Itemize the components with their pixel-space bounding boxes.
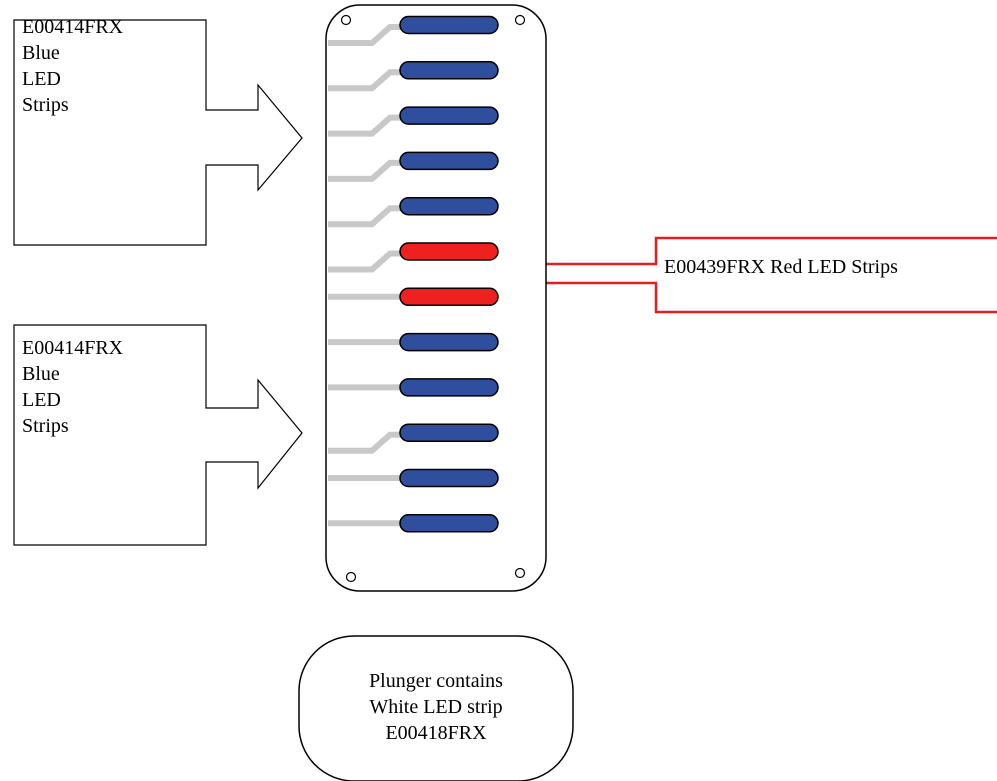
mounting-hole-bottom-left — [345, 571, 357, 583]
blue-led-strip — [399, 423, 499, 442]
blue-led-strip — [399, 196, 499, 216]
mounting-hole-top-right — [514, 14, 526, 26]
blue-strips-label-top: E00414FRX Blue LED Strips — [22, 16, 124, 116]
strip-lead — [328, 24, 402, 46]
blue-led-strip — [399, 15, 499, 35]
strip-lead — [328, 159, 402, 182]
blue-led-strip — [399, 514, 499, 533]
blue-led-strip — [399, 151, 499, 171]
blue-led-strip — [399, 106, 499, 125]
red-strips-label: E00439FRX Red LED Strips — [664, 256, 898, 278]
plunger-label: Plunger contains White LED strip E00418F… — [369, 670, 503, 744]
strip-lead — [328, 114, 402, 137]
strip-lead — [328, 250, 402, 273]
blue-led-strip — [399, 378, 499, 397]
red-led-strip — [399, 287, 499, 307]
strip-lead — [328, 431, 402, 454]
strip-lead — [328, 69, 402, 92]
mounting-hole-top-left — [340, 14, 352, 26]
plunger — [298, 635, 574, 781]
blue-led-strip — [399, 468, 499, 488]
blue-led-strip — [399, 332, 499, 352]
blue-callout-arrow-bottom — [13, 324, 303, 546]
blue-callout-arrow-top — [13, 19, 303, 246]
blue-strips-label-bottom: E00414FRX Blue LED Strips — [22, 337, 124, 437]
red-led-strip — [399, 242, 499, 261]
blue-led-strip — [399, 61, 499, 80]
led-strips — [328, 15, 499, 533]
mounting-hole-bottom-right — [514, 567, 526, 579]
strip-lead — [328, 205, 402, 228]
